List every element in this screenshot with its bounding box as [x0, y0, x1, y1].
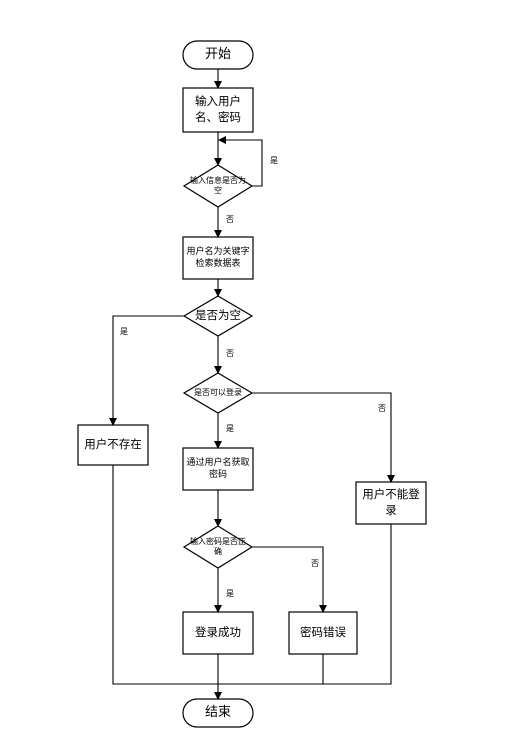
edge-not-exist-to-end: [112, 465, 218, 685]
login-success-label: 登录成功: [195, 625, 241, 640]
check-empty-input-label: 输入信息是否为空: [190, 176, 246, 195]
start-label: 开始: [204, 47, 231, 63]
user-not-exist-box: [77, 424, 149, 466]
login-success-box: [182, 611, 254, 655]
get-password-label: 通过用户名获取密码: [186, 457, 250, 480]
edge-label-yes-can-login: 是: [226, 424, 234, 433]
end-label: 结束: [204, 705, 231, 721]
cannot-login-box: [355, 481, 427, 525]
edge-label-yes-password: 是: [226, 589, 234, 598]
edge-label-no-empty-result: 否: [226, 349, 234, 358]
edge-cannot-login-to-end: [323, 524, 392, 685]
input-user-label: 输入用户名、密码: [195, 94, 241, 124]
get-password-box: [182, 447, 254, 491]
edge-label-no-password: 否: [311, 559, 319, 568]
edge-can-login-no: [252, 392, 395, 483]
edge-pwerror-to-end: [218, 654, 324, 685]
check-empty-result-label: 是否为空: [195, 308, 241, 323]
edge-label-no-can-login: 否: [378, 404, 386, 413]
check-password-label: 输入密码是否正确: [190, 537, 246, 556]
edge-result-empty-yes: [109, 315, 184, 426]
password-error-label: 密码错误: [300, 625, 346, 640]
user-not-exist-label: 用户不存在: [84, 437, 142, 452]
edge-check-empty-yes-loop: [218, 136, 263, 187]
edge-password-no: [252, 546, 327, 613]
input-user-box: [182, 87, 254, 133]
edge-label-yes-empty-input: 是: [270, 156, 278, 165]
check-can-login-label: 是否可以登录: [194, 388, 242, 398]
search-db-label: 用户名为关键字检索数据表: [186, 246, 250, 269]
edge-label-yes-empty-result: 是: [120, 327, 128, 336]
password-error-box: [288, 611, 358, 655]
cannot-login-label: 用户不能登录: [362, 487, 420, 517]
edge-label-no-empty-input: 否: [226, 215, 234, 224]
